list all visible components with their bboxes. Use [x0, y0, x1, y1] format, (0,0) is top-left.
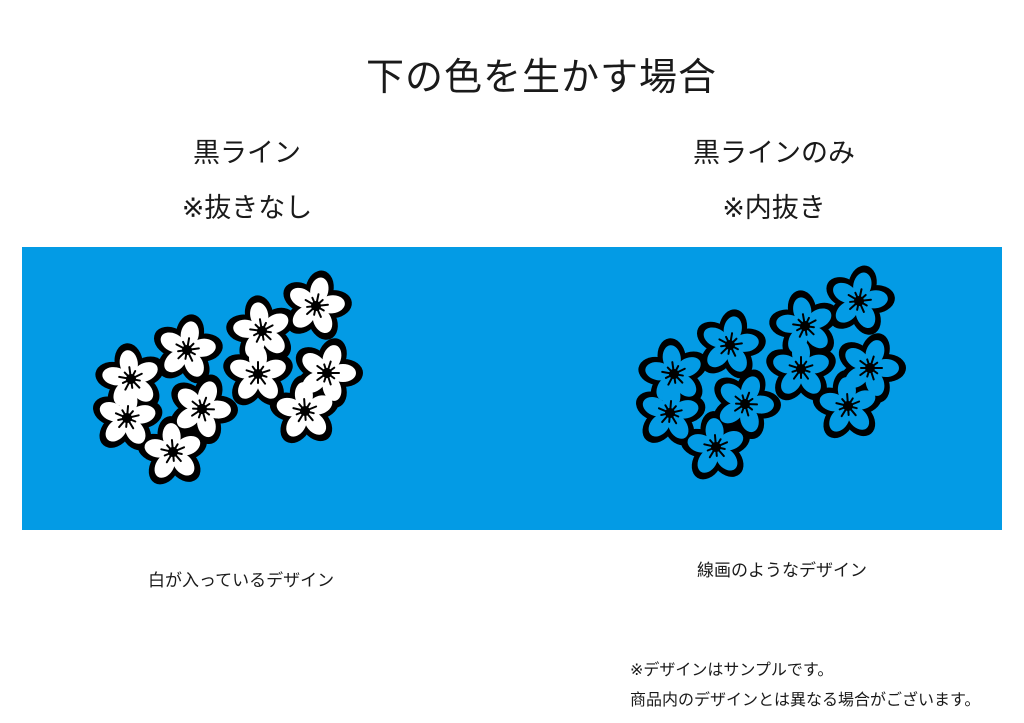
right-caption: 線画のようなデザイン — [697, 561, 867, 581]
left-caption: 白が入っているデザイン — [148, 571, 335, 591]
right-heading-line1: 黒ラインのみ — [693, 138, 855, 169]
left-heading-line1: 黒ライン — [193, 138, 301, 169]
right-heading-line2: ※内抜き — [722, 193, 826, 224]
page-title: 下の色を生かす場合 — [365, 55, 717, 99]
design-difference-notice: 商品内のデザインとは異なる場合がございます。 — [630, 690, 981, 709]
blue-background-panel — [22, 247, 1002, 530]
sample-notice: ※デザインはサンプルです。 — [630, 660, 834, 679]
left-heading-line2: ※抜きなし — [181, 193, 313, 224]
